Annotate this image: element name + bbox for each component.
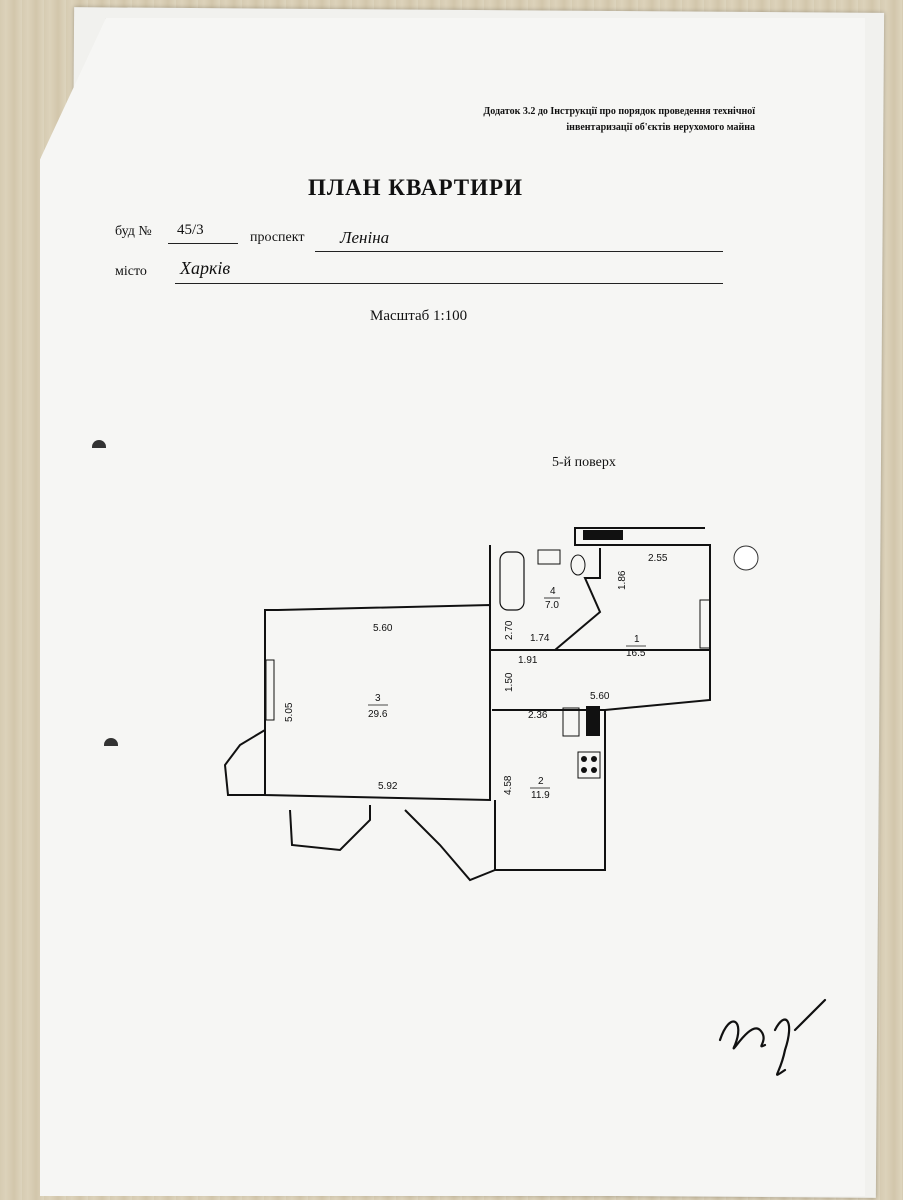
- balcony-bottom: [289, 805, 371, 852]
- dimension: 1.91: [518, 655, 538, 666]
- street-type-label: проспект: [250, 230, 305, 245]
- city-underline: [175, 283, 723, 284]
- toilet-icon: [570, 554, 586, 576]
- building-number-underline: [168, 243, 238, 244]
- document-sheet: [40, 18, 865, 1196]
- punch-hole-top: [92, 440, 106, 448]
- ventilation-shaft-icon: [583, 530, 623, 540]
- sink-icon: [537, 549, 561, 565]
- balcony-left: [223, 729, 266, 796]
- dimension: 2.55: [648, 553, 668, 564]
- room-number: 1: [634, 634, 640, 645]
- street-name: Леніна: [340, 228, 390, 247]
- window-icon: [265, 659, 275, 721]
- room-area: 7.0: [545, 600, 559, 611]
- dimension: 5.05: [284, 702, 295, 722]
- room-3-walls: [264, 603, 491, 802]
- dimension: 2.70: [504, 620, 515, 640]
- dimension: 1.74: [530, 633, 550, 644]
- annex-note-line2: інвентаризації об'єктів нерухомого майна: [566, 122, 755, 133]
- dimension: 4.58: [503, 775, 514, 795]
- building-number: 45/3: [177, 222, 204, 238]
- kitchen-shaft-icon: [586, 706, 600, 736]
- room-area: 29.6: [368, 709, 388, 720]
- kitchen-sink-icon: [562, 707, 580, 737]
- signature-icon: [718, 998, 827, 1076]
- door-marker-icon: [733, 545, 759, 571]
- room-number: 3: [375, 693, 381, 704]
- dimension: 1.50: [504, 672, 515, 692]
- building-label: буд №: [115, 224, 152, 239]
- scale-label: Масштаб 1:100: [370, 308, 468, 324]
- bathroom-partition: [495, 548, 602, 651]
- room-1-lower-wall: [604, 650, 711, 711]
- window-icon: [699, 599, 711, 649]
- bathtub-icon: [499, 551, 525, 611]
- city-label: місто: [115, 264, 147, 279]
- street-underline: [315, 251, 723, 252]
- document-title: ПЛАН КВАРТИРИ: [308, 175, 523, 200]
- balcony-right: [404, 809, 496, 882]
- dimension: 5.92: [378, 781, 398, 792]
- room-area: 16.5: [626, 648, 646, 659]
- dimension: 5.60: [590, 691, 610, 702]
- room-number: 2: [538, 776, 544, 787]
- punch-hole-bottom: [104, 738, 118, 746]
- room-1-walls: [489, 527, 711, 651]
- dimension: 5.60: [373, 623, 393, 634]
- floor-label: 5-й поверх: [552, 455, 616, 470]
- room-2-walls: [492, 709, 606, 871]
- room-number: 4: [550, 586, 556, 597]
- annex-note-line1: Додаток 3.2 до Інструкції про порядок пр…: [483, 106, 755, 117]
- dimension: 1.86: [617, 570, 628, 590]
- dimension: 2.36: [528, 710, 548, 721]
- stove-icon: [577, 751, 601, 779]
- city-name: Харків: [180, 258, 231, 278]
- room-area: 11.9: [531, 790, 550, 801]
